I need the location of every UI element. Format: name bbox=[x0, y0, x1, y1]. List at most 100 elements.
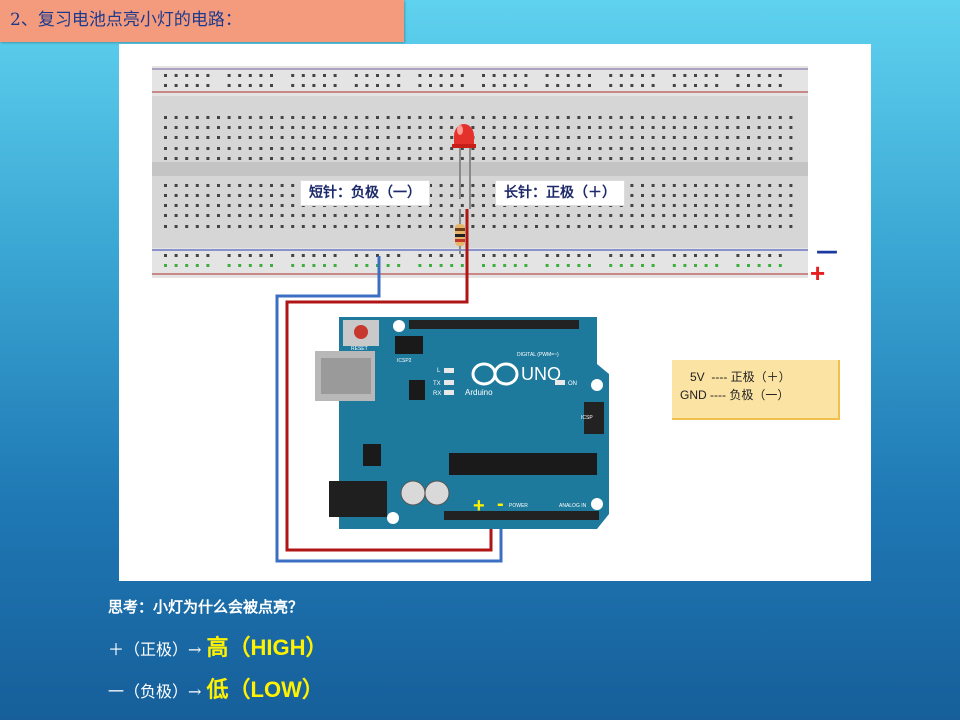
breadboard-hole bbox=[418, 136, 422, 139]
breadboard-hole bbox=[736, 84, 740, 87]
breadboard-hole bbox=[651, 84, 655, 87]
breadboard-hole bbox=[492, 225, 496, 228]
breadboard-hole bbox=[662, 184, 666, 187]
breadboard-hole bbox=[376, 74, 379, 77]
breadboard-hole bbox=[672, 184, 676, 187]
breadboard-hole bbox=[545, 225, 549, 228]
breadboard-hole bbox=[715, 264, 719, 267]
breadboard-hole bbox=[429, 184, 432, 187]
breadboard-hole bbox=[662, 147, 666, 150]
high-row: ＋（正极）→ 高（HIGH） bbox=[108, 630, 328, 662]
breadboard-hole bbox=[259, 147, 263, 150]
breadboard-hole bbox=[683, 116, 687, 119]
breadboard-hole bbox=[238, 84, 242, 87]
breadboard-hole bbox=[238, 194, 242, 197]
breadboard-hole bbox=[535, 116, 538, 119]
breadboard-hole bbox=[482, 184, 485, 187]
breadboard-hole bbox=[238, 136, 242, 139]
breadboard-hole bbox=[429, 116, 432, 119]
breadboard-hole bbox=[577, 214, 581, 217]
breadboard-hole bbox=[556, 157, 560, 160]
breadboard-hole bbox=[323, 136, 326, 139]
breadboard-hole bbox=[683, 254, 687, 257]
breadboard-hole bbox=[736, 204, 740, 207]
breadboard-hole bbox=[227, 204, 231, 207]
breadboard-hole bbox=[365, 157, 369, 160]
breadboard-hole bbox=[333, 74, 337, 77]
breadboard-hole bbox=[513, 147, 517, 150]
red-wire bbox=[285, 209, 493, 552]
breadboard-hole bbox=[376, 225, 379, 228]
breadboard-hole bbox=[789, 147, 793, 150]
breadboard-hole bbox=[354, 225, 358, 228]
breadboard-hole bbox=[747, 204, 750, 207]
breadboard-hole bbox=[365, 84, 369, 87]
note-line-gnd: GND ---- 负极（一） bbox=[680, 388, 790, 402]
breadboard-hole bbox=[715, 194, 719, 197]
breadboard-hole bbox=[460, 116, 464, 119]
breadboard-hole bbox=[503, 225, 507, 228]
breadboard-hole bbox=[185, 126, 189, 129]
breadboard-hole bbox=[588, 84, 591, 87]
arduino-uno-board: UNO Arduino RESET ICSP2 DIGITAL (PWM=~) … bbox=[315, 317, 609, 529]
breadboard-hole bbox=[757, 126, 761, 129]
breadboard-hole bbox=[270, 184, 273, 187]
breadboard-hole bbox=[259, 254, 263, 257]
breadboard-hole bbox=[227, 126, 231, 129]
breadboard-hole bbox=[439, 157, 443, 160]
breadboard-hole bbox=[577, 264, 581, 267]
breadboard-hole bbox=[174, 136, 178, 139]
breadboard-hole bbox=[450, 225, 454, 228]
breadboard-hole bbox=[609, 225, 613, 228]
breadboard-hole bbox=[482, 264, 485, 267]
breadboard-hole bbox=[439, 147, 443, 150]
breadboard-hole bbox=[524, 126, 528, 129]
breadboard-hole bbox=[460, 84, 464, 87]
breadboard-hole bbox=[174, 147, 178, 150]
breadboard-hole bbox=[185, 204, 189, 207]
breadboard-hole bbox=[588, 254, 591, 257]
breadboard-hole bbox=[195, 254, 199, 257]
breadboard-hole bbox=[386, 147, 390, 150]
breadboard-hole bbox=[471, 194, 475, 197]
breadboard-hole bbox=[715, 116, 719, 119]
breadboard-hole bbox=[333, 214, 337, 217]
breadboard-hole bbox=[651, 264, 655, 267]
breadboard-hole bbox=[768, 254, 772, 257]
breadboard-hole bbox=[270, 126, 273, 129]
breadboard-hole bbox=[715, 147, 719, 150]
breadboard-hole bbox=[312, 225, 316, 228]
breadboard-hole bbox=[344, 214, 348, 217]
breadboard-hole bbox=[482, 194, 485, 197]
breadboard-hole bbox=[291, 147, 295, 150]
breadboard-hole bbox=[704, 184, 708, 187]
breadboard-hole bbox=[566, 84, 570, 87]
breadboard-hole bbox=[641, 147, 644, 150]
low-row-close: ） bbox=[301, 677, 324, 703]
breadboard-hole bbox=[683, 184, 687, 187]
breadboard-hole bbox=[174, 84, 178, 87]
breadboard-hole bbox=[386, 254, 390, 257]
breadboard-hole bbox=[429, 214, 432, 217]
breadboard-hole bbox=[736, 254, 740, 257]
breadboard-hole bbox=[291, 264, 295, 267]
breadboard-hole bbox=[694, 194, 697, 197]
low-row-cn: 低（ bbox=[206, 677, 251, 703]
breadboard-hole bbox=[545, 264, 549, 267]
breadboard-hole bbox=[535, 136, 538, 139]
breadboard-hole bbox=[344, 116, 348, 119]
breadboard-hole bbox=[492, 254, 496, 257]
breadboard-hole bbox=[185, 74, 189, 77]
breadboard-hole bbox=[397, 136, 401, 139]
breadboard-hole bbox=[694, 264, 697, 267]
breadboard-hole bbox=[471, 184, 475, 187]
breadboard-hole bbox=[291, 157, 295, 160]
breadboard-hole bbox=[323, 84, 326, 87]
breadboard-hole bbox=[513, 136, 517, 139]
breadboard-hole bbox=[715, 74, 719, 77]
breadboard-hole bbox=[386, 84, 390, 87]
breadboard-hole bbox=[301, 264, 305, 267]
breadboard-hole bbox=[566, 116, 570, 119]
breadboard-hole bbox=[683, 147, 687, 150]
breadboard-hole bbox=[683, 225, 687, 228]
